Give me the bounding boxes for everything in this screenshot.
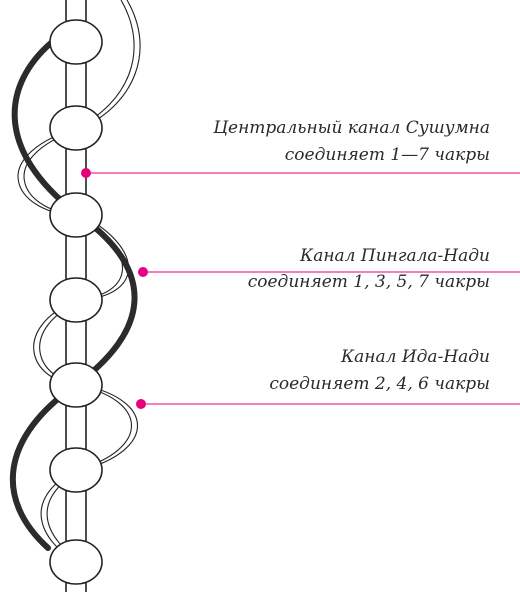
chakra-node [49,192,103,238]
annotation-pingala: Канал Пингала-Нади соединяет 1, 3, 5, 7 … [138,246,520,292]
chakra-node [49,105,103,151]
annotation-subtitle: соединяет 1, 3, 5, 7 чакры [248,272,490,292]
leader-dot [136,399,146,409]
leader-dot [138,267,148,277]
annotation-title: Центральный канал Сушумна [212,118,490,138]
chakra-node [49,277,103,323]
leader-dot [81,168,91,178]
chakra-node [49,19,103,65]
annotation-subtitle: соединяет 2, 4, 6 чакры [269,374,490,394]
annotation-ida: Канал Ида-Нади соединяет 2, 4, 6 чакры [136,347,520,409]
chakra-node [49,447,103,493]
pingala-channel [9,39,138,551]
annotation-subtitle: соединяет 1—7 чакры [285,145,490,165]
annotation-title: Канал Пингала-Нади [299,246,490,266]
chakra-node [49,539,103,585]
annotation-title: Канал Ида-Нади [340,347,490,367]
annotation-sushumna: Центральный канал Сушумна соединяет 1—7 … [81,118,520,178]
chakra-nodes [49,19,103,585]
chakra-node [49,362,103,408]
